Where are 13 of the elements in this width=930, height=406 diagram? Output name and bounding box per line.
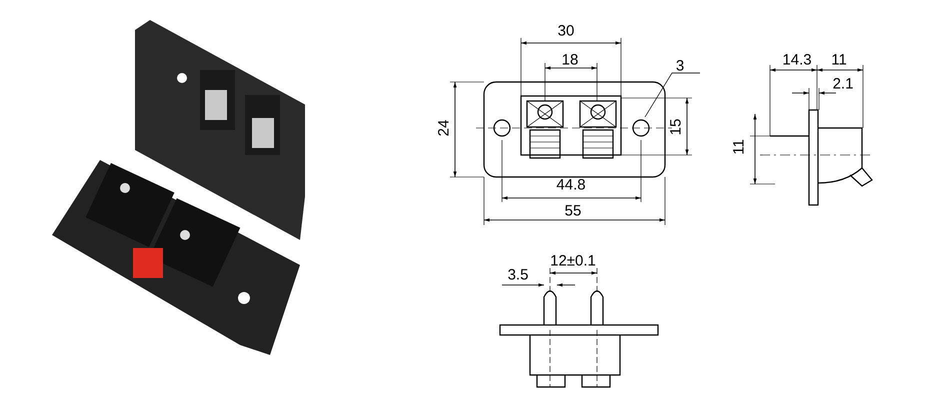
dimension-label: 15 [668, 118, 684, 136]
dimension-label: 12±0.1 [550, 254, 596, 268]
dimension-label: 3.5 [508, 268, 528, 282]
dimension-label: 24 [436, 120, 452, 136]
dimension-label: 30 [558, 24, 574, 38]
dimension-label: 3 [676, 58, 684, 74]
dimension-label: 2.1 [832, 76, 854, 92]
dimension-label: 11 [732, 139, 746, 155]
dimension-label: 11 [831, 52, 847, 68]
dimension-label: 55 [564, 204, 582, 218]
dimension-label: 44.8 [556, 178, 586, 192]
dimension-label: 14.3 [782, 52, 812, 68]
dimension-label: 18 [562, 52, 578, 68]
